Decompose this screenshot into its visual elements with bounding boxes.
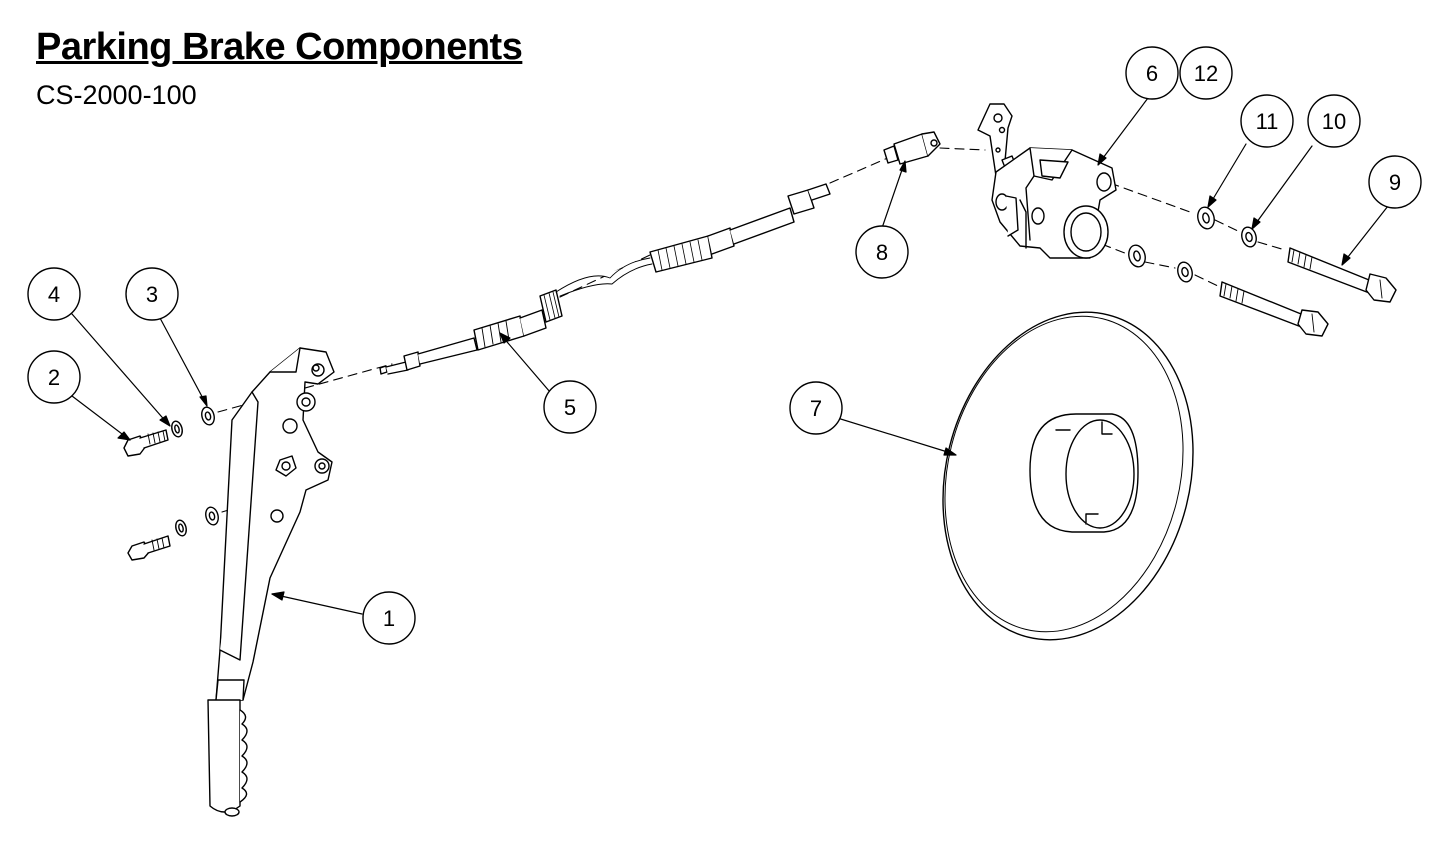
callout-4: 4 <box>27 267 81 321</box>
diagram-title: Parking Brake Components <box>36 26 523 68</box>
callout-9-label: 9 <box>1389 170 1401 195</box>
callout-2: 2 <box>27 350 81 404</box>
brake-disc <box>942 311 1194 641</box>
cable-clevis <box>883 131 941 165</box>
callout-8-label: 8 <box>876 240 888 265</box>
callout-6-label: 6 <box>1146 61 1158 86</box>
callout-11-label: 11 <box>1256 109 1279 134</box>
callout-10: 10 <box>1307 94 1361 148</box>
caliper-bolt-upper <box>1287 247 1397 303</box>
lever-bolt-upper <box>123 429 169 457</box>
caliper-flat-washer-upper <box>1197 206 1215 230</box>
caliper-bolt-lower <box>1219 281 1329 337</box>
callout-10-label: 10 <box>1322 109 1346 134</box>
lock-washer-lower <box>175 519 187 537</box>
caliper-lock-washer-lower <box>1177 261 1193 283</box>
caliper-lock-washer-upper <box>1241 226 1257 248</box>
leader-lines <box>71 97 1389 615</box>
callout-8: 8 <box>855 225 909 279</box>
caliper-flat-washer-lower <box>1128 244 1146 268</box>
brake-caliper <box>977 103 1117 259</box>
flat-washer-upper <box>201 406 215 426</box>
lock-washer-upper <box>171 420 183 438</box>
callout-6: 6 <box>1125 46 1179 100</box>
callout-3-label: 3 <box>146 282 158 307</box>
hand-brake-lever <box>207 347 335 817</box>
part-number: CS-2000-100 <box>36 80 197 110</box>
brake-cable <box>379 183 831 375</box>
flat-washer-lower <box>205 506 219 526</box>
callout-12-label: 12 <box>1194 61 1218 86</box>
callout-5-label: 5 <box>564 395 576 420</box>
callout-7: 7 <box>789 381 843 435</box>
callout-1: 1 <box>362 591 416 645</box>
callout-7-label: 7 <box>810 396 822 421</box>
callout-12: 12 <box>1179 46 1233 100</box>
callout-1-label: 1 <box>383 606 395 631</box>
lever-bolt-lower <box>127 535 171 561</box>
callout-2-label: 2 <box>48 365 60 390</box>
callout-9: 9 <box>1368 155 1422 209</box>
callout-4-label: 4 <box>48 282 60 307</box>
callout-3: 3 <box>125 267 179 321</box>
callout-5: 5 <box>543 380 597 434</box>
callout-11: 11 <box>1240 94 1294 148</box>
